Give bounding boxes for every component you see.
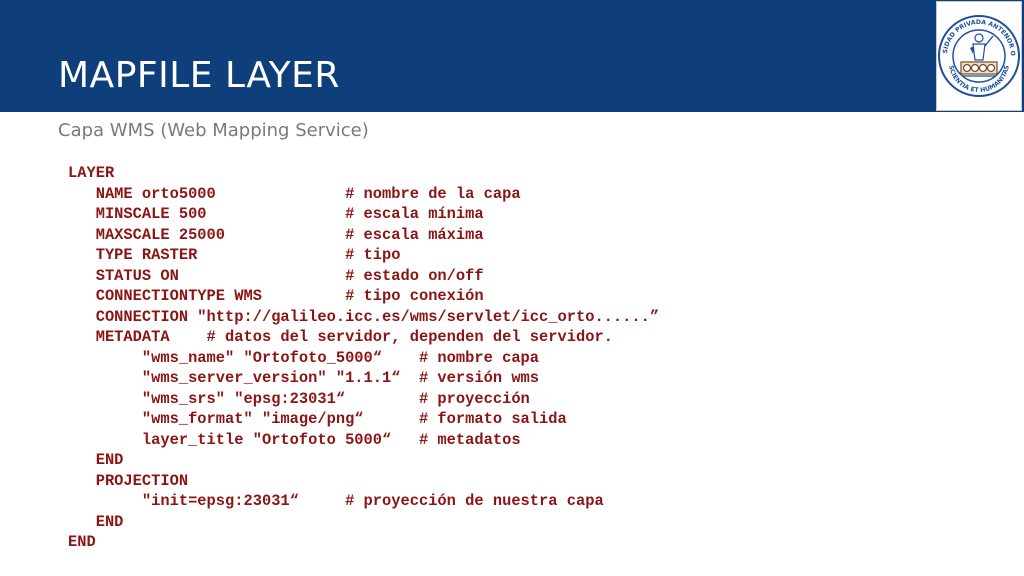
code-line: END bbox=[68, 512, 124, 531]
code-line: MAXSCALE 25000 # escala máxima bbox=[68, 225, 484, 244]
code-line: STATUS ON # estado on/off bbox=[68, 266, 484, 285]
university-seal-icon: UNIVERSIDAD PRIVADA ANTENOR ORREGO SCIEN… bbox=[937, 2, 1020, 97]
code-line: "wms_name" "Ortofoto_5000“ # nombre capa bbox=[68, 348, 540, 367]
code-line: "wms_format" "image/png“ # formato salid… bbox=[68, 410, 567, 428]
mapfile-code-block: LAYER NAME orto5000 # nombre de la capa … bbox=[68, 163, 659, 553]
code-line: NAME orto5000 # nombre de la capa bbox=[68, 184, 521, 203]
university-logo: UNIVERSIDAD PRIVADA ANTENOR ORREGO SCIEN… bbox=[936, 1, 1022, 111]
header-band bbox=[0, 0, 1024, 112]
code-line: "wms_srs" "epsg:23031“ # proyección bbox=[68, 389, 530, 408]
code-line: METADATA # datos del servidor, dependen … bbox=[68, 328, 613, 346]
code-line: layer_title "Ortofoto 5000“ # metadatos bbox=[68, 430, 521, 449]
code-line: CONNECTION "http://galileo.icc.es/wms/se… bbox=[68, 307, 660, 326]
slide-title: MAPFILE LAYER bbox=[58, 55, 340, 96]
code-line: PROJECTION bbox=[68, 471, 189, 490]
code-line: "wms_server_version" "1.1.1“ # versión w… bbox=[68, 369, 540, 387]
code-line: END bbox=[68, 533, 96, 551]
code-line: LAYER bbox=[68, 164, 115, 182]
code-line: "init=epsg:23031“ # proyección de nuestr… bbox=[68, 492, 604, 510]
code-line: MINSCALE 500 # escala mínima bbox=[68, 205, 484, 223]
code-line: CONNECTIONTYPE WMS # tipo conexión bbox=[68, 287, 484, 305]
slide-subtitle: Capa WMS (Web Mapping Service) bbox=[58, 120, 369, 141]
code-line: TYPE RASTER # tipo bbox=[68, 246, 401, 264]
code-line: END bbox=[68, 451, 124, 469]
